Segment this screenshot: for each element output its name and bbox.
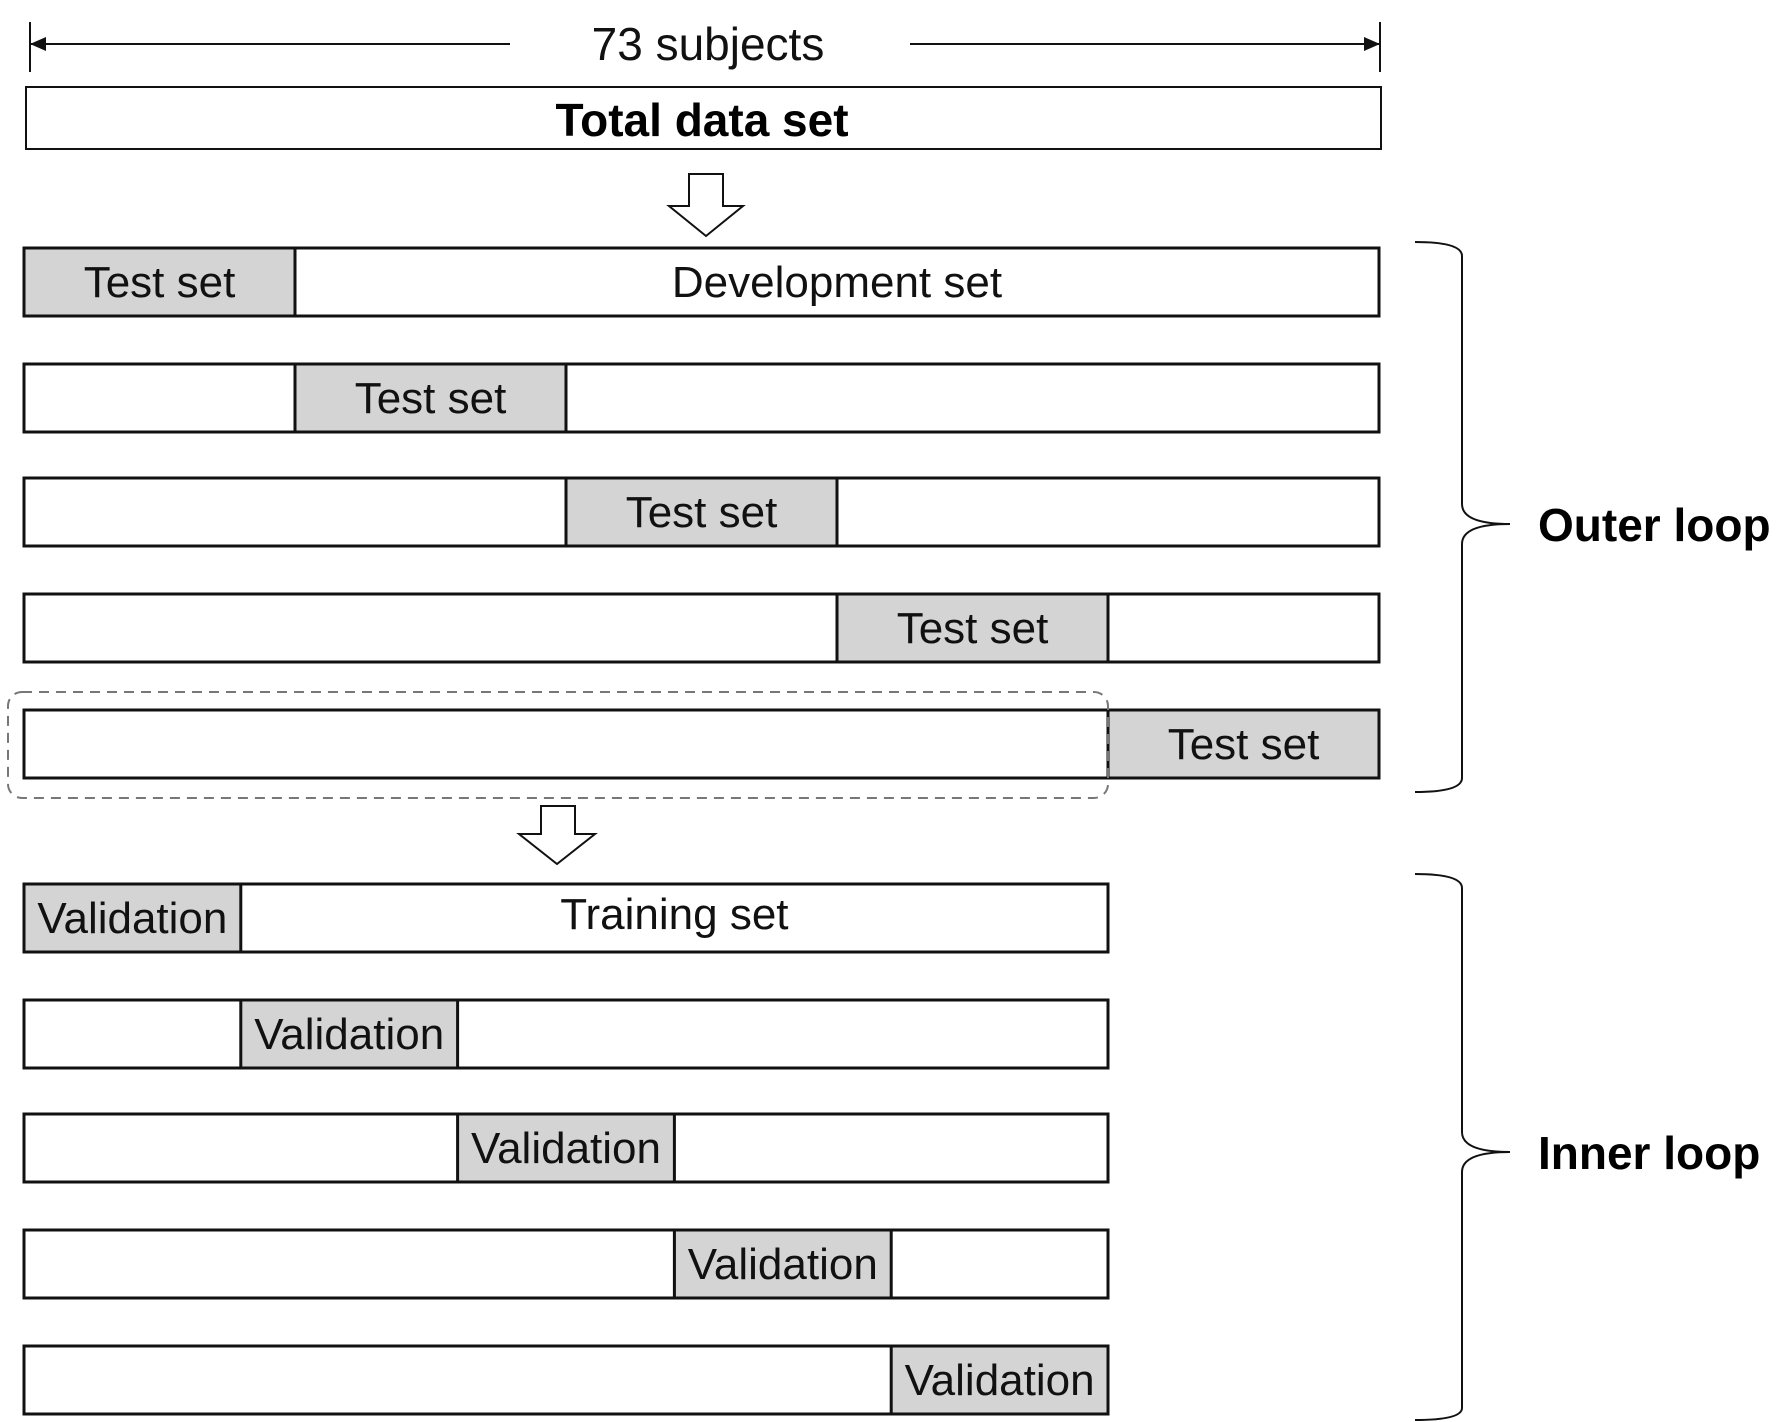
validation-label: Validation [254,1010,444,1059]
inner-row-bar [22,1228,1110,1300]
validation-segment [456,1112,676,1184]
test-set-label: Test set [355,374,507,423]
test-set-segment [293,362,568,434]
validation-segment [889,1344,1110,1416]
dimension-arrowhead-left [30,37,46,51]
development-set-label: Development set [672,258,1002,307]
inner-row: Validation Training set [22,882,1110,954]
test-set-segment [1106,708,1381,780]
test-set-label: Test set [84,258,236,307]
outer-row: Test set Development set [22,246,1381,318]
validation-label: Validation [905,1356,1095,1405]
inner-row-bar [22,998,1110,1070]
validation-label: Validation [471,1124,661,1173]
test-set-segment [564,476,839,548]
outer-loop-brace-icon [1414,241,1511,793]
total-data-set-bar [25,86,1382,150]
training-set-label: Training set [560,890,788,939]
outer-loop-label: Outer loop [1538,499,1771,551]
inner-loop-brace: Inner loop [1414,873,1760,1421]
outer-row-bar [22,592,1381,664]
validation-label: Validation [37,894,227,943]
outer-row: Test set [22,592,1381,664]
outer-row: Test set [22,708,1381,780]
selected-development-set-outline [7,691,1109,799]
inner-loop-brace-icon [1414,873,1511,1421]
validation-label: Validation [688,1240,878,1289]
total-data-set-label: Total data set [555,94,848,146]
subjects-dimension: 73 subjects [29,18,1381,72]
inner-row: Validation [22,998,1110,1070]
test-set-label: Test set [1168,720,1320,769]
outer-row: Test set [22,476,1381,548]
outer-row-bar [22,362,1381,434]
inner-loop-label: Inner loop [1538,1127,1760,1179]
down-arrow-icon [666,173,746,238]
inner-row: Validation [22,1228,1110,1300]
down-arrow-icon [516,805,598,866]
test-set-label: Test set [897,604,1049,653]
outer-loop-brace: Outer loop [1414,241,1771,793]
test-set-label: Test set [626,488,778,537]
total-data-set: Total data set [25,86,1382,150]
validation-segment [239,998,460,1070]
inner-row: Validation [22,1112,1110,1184]
validation-segment [672,1228,893,1300]
dimension-arrowhead-right [1364,37,1380,51]
subjects-label: 73 subjects [592,18,825,70]
outer-row: Test set [22,362,1381,434]
inner-row: Validation [22,1344,1110,1416]
test-set-segment [22,246,297,318]
validation-segment [22,882,243,954]
test-set-segment [835,592,1110,664]
